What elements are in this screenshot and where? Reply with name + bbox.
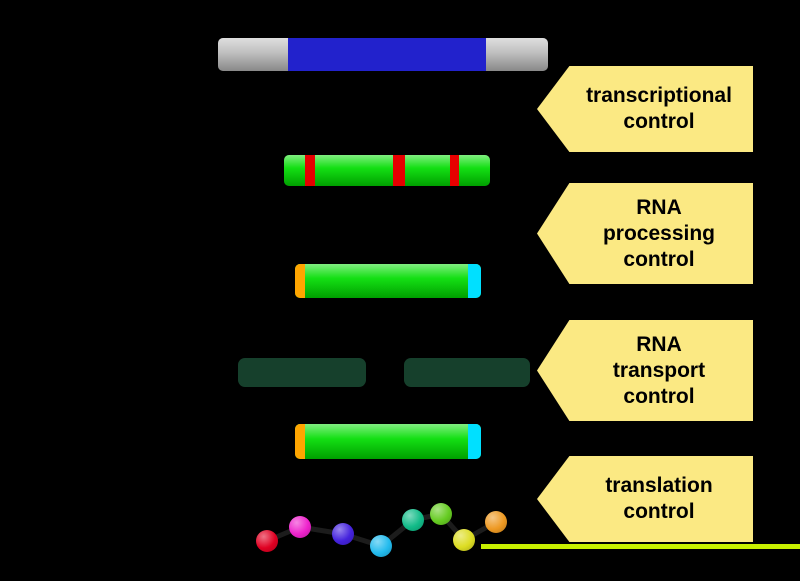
mrna-bar-cytosol bbox=[295, 424, 481, 459]
amino-acid-bead bbox=[430, 503, 452, 525]
amino-acid-bead bbox=[485, 511, 507, 533]
callout-label: RNA transport control bbox=[612, 332, 706, 408]
amino-acid-bead bbox=[370, 535, 392, 557]
amino-acid-bead bbox=[402, 509, 424, 531]
callout-label: transcriptional control bbox=[586, 84, 732, 133]
primary-transcript-bar bbox=[284, 155, 490, 186]
callout-transcriptional-control: transcriptional control bbox=[537, 66, 753, 152]
callout-rna-processing-control: RNA processing control bbox=[537, 183, 753, 284]
poly-a-tail bbox=[468, 264, 481, 298]
callout-translation-control: translation control bbox=[537, 456, 753, 542]
dna-bar bbox=[218, 38, 548, 71]
gene-segment bbox=[288, 38, 486, 71]
amino-acid-bead bbox=[256, 530, 278, 552]
nuclear-membrane-left bbox=[238, 358, 366, 387]
callout-label: RNA processing control bbox=[602, 195, 716, 271]
amino-acid-bead bbox=[453, 529, 475, 551]
poly-a-tail bbox=[468, 424, 481, 459]
intron-stripe bbox=[393, 155, 405, 186]
callout-rna-transport-control: RNA transport control bbox=[537, 320, 753, 421]
amino-acid-bead bbox=[332, 523, 354, 545]
intron-stripe bbox=[305, 155, 315, 186]
mrna-bar-nucleus bbox=[295, 264, 481, 298]
nuclear-membrane-right bbox=[404, 358, 530, 387]
five-prime-cap bbox=[295, 264, 305, 298]
five-prime-cap bbox=[295, 424, 305, 459]
amino-acid-bead bbox=[289, 516, 311, 538]
callout-label: translation control bbox=[605, 474, 713, 523]
intron-stripe bbox=[450, 155, 459, 186]
membrane-line bbox=[481, 544, 800, 549]
